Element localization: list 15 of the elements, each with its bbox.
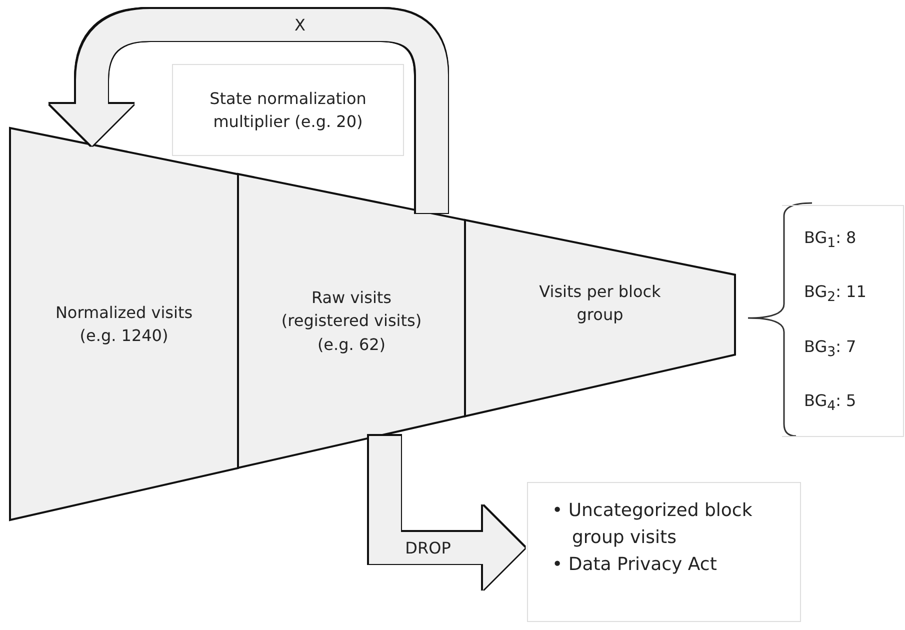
list-item: BG$_{2}$: 11: [804, 282, 866, 306]
bullet-item: • Uncategorized block group visits: [552, 499, 754, 550]
block-arrow: [369, 436, 525, 590]
segment-label: Normalized visits (e.g. 1240): [54, 302, 194, 347]
box-text: State normalization multiplier (e.g. 20): [208, 88, 368, 133]
value-list-box: [782, 205, 904, 437]
segment-label: Visits per block group: [538, 280, 662, 326]
text-box: [172, 64, 404, 156]
bullet-item: • Data Privacy Act: [552, 553, 717, 577]
list-item: BG$_{1}$: 8: [804, 228, 856, 251]
block-arrow: [50, 9, 448, 213]
note-box: [527, 482, 801, 622]
segment-label: Raw visits (registered visits) (e.g. 62): [280, 287, 423, 356]
list-item: BG$_{3}$: 7: [804, 336, 856, 360]
list-item: BG$_{4}$: 5: [804, 391, 856, 414]
